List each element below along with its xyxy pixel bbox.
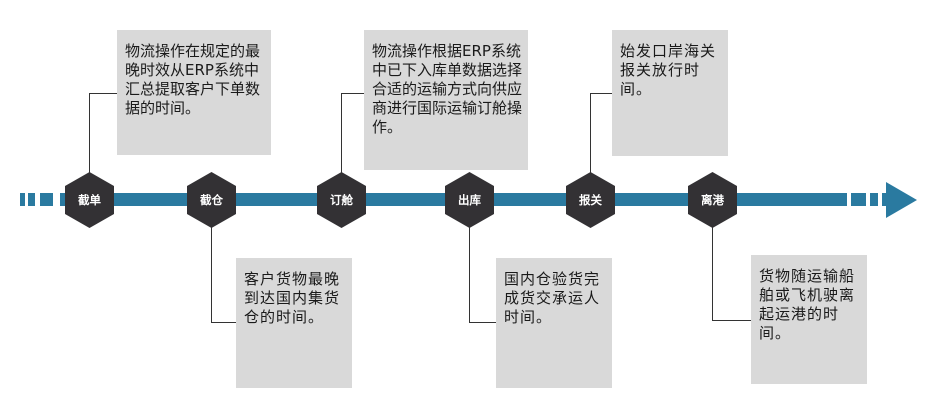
step-node-jiedan: 截单 — [65, 172, 114, 228]
step-description: 物流操作在规定的最晚时效从ERP系统中汇总提取客户下单数据的时间。 — [117, 30, 271, 155]
timeline-dash — [870, 193, 878, 206]
step-description: 始发口岸海关报关放行时间。 — [612, 30, 728, 156]
step-description: 国内仓验货完成货交承运人时间。 — [496, 258, 612, 388]
step-node-jiecang: 截仓 — [187, 172, 236, 228]
step-description: 物流操作根据ERP系统中已下入库单数据选择合适的运输方式向供应商进行国际运输订舱… — [364, 30, 528, 170]
timeline-dash — [40, 193, 53, 206]
timeline-dash — [28, 193, 35, 206]
connector — [469, 322, 496, 323]
connector — [590, 93, 612, 94]
step-description: 客户货物最晚到达国内集货仓的时间。 — [236, 258, 352, 388]
step-label: 截单 — [78, 193, 101, 207]
step-label: 出库 — [458, 193, 481, 207]
step-label: 截仓 — [200, 193, 223, 207]
connector — [712, 320, 751, 321]
connector — [89, 93, 117, 94]
step-label: 离港 — [701, 193, 724, 207]
connector — [341, 93, 342, 173]
connector — [211, 322, 236, 323]
connector — [89, 93, 90, 173]
connector — [712, 227, 713, 321]
step-node-chuku: 出库 — [445, 172, 494, 228]
connector — [469, 227, 470, 323]
step-label: 报关 — [579, 193, 602, 207]
timeline-dash — [20, 193, 25, 206]
connector — [341, 93, 364, 94]
step-node-baoguan: 报关 — [566, 172, 615, 228]
timeline-arrow-icon — [886, 182, 917, 218]
timeline-dash — [882, 193, 887, 206]
timeline-dash — [851, 193, 866, 206]
step-node-ligang: 离港 — [688, 172, 737, 228]
step-description: 货物随运输船舶或飞机驶离起运港的时间。 — [751, 255, 867, 384]
connector — [211, 227, 212, 323]
connector — [590, 93, 591, 173]
step-label: 订舱 — [330, 193, 353, 207]
step-node-dingcang: 订舱 — [317, 172, 366, 228]
